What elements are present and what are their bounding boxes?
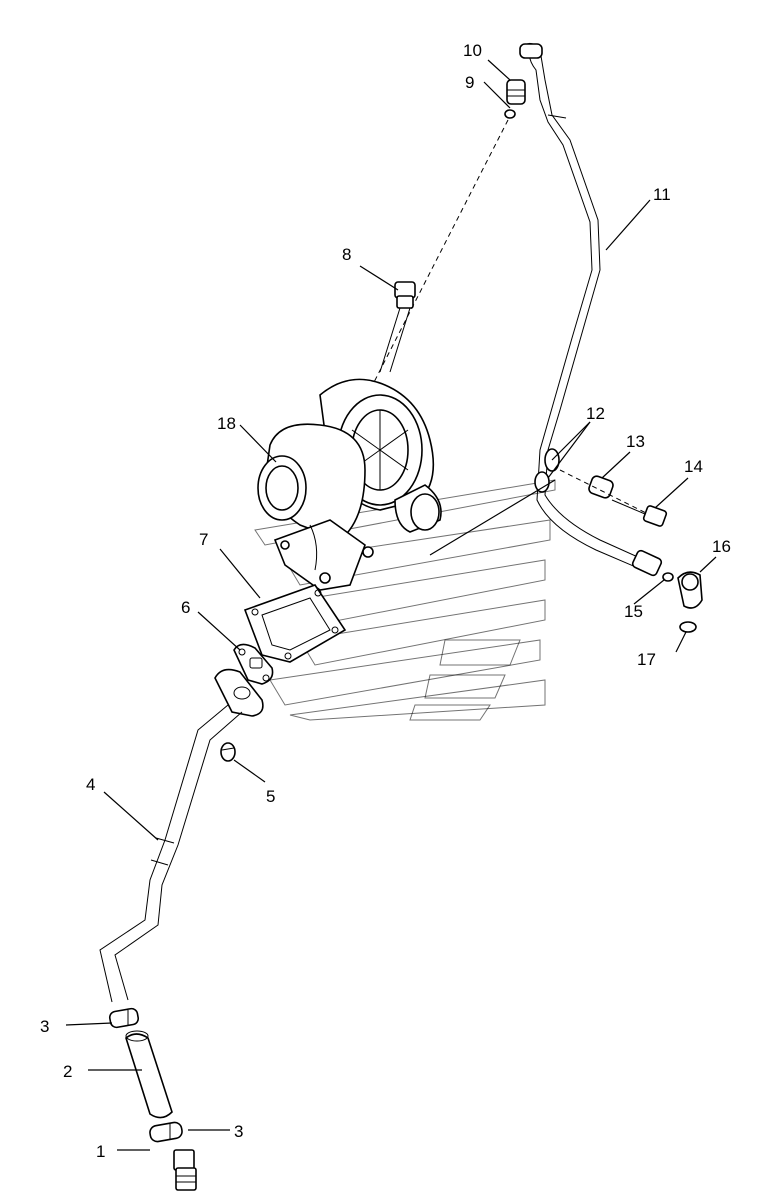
callout-5: 5 (266, 787, 275, 806)
callout-17: 17 (637, 650, 656, 669)
callout-4: 4 (86, 775, 95, 794)
watermark-logo (254, 479, 556, 721)
fitting-1 (173, 1149, 197, 1191)
callout-labels: 1 2 3 3 4 5 6 7 8 9 10 11 12 13 14 15 16… (40, 41, 731, 1161)
hose-clamp-lower (149, 1121, 183, 1143)
callout-13: 13 (626, 432, 645, 451)
drain-pipe (99, 668, 264, 1003)
callout-18: 18 (217, 414, 236, 433)
dash-9-to-turbo (369, 119, 509, 391)
o-ring-17 (679, 621, 697, 633)
callout-9: 9 (465, 73, 474, 92)
callout-3-lower: 3 (234, 1122, 243, 1141)
callout-15: 15 (624, 602, 643, 621)
spacer-13 (588, 475, 614, 499)
turbocharger (257, 378, 442, 591)
hose-clamp-upper (108, 1007, 140, 1029)
callout-16: 16 (712, 537, 731, 556)
callout-3-upper: 3 (40, 1017, 49, 1036)
leader-lines (65, 59, 717, 1151)
callout-1: 1 (96, 1142, 105, 1161)
elbow-16 (677, 571, 703, 609)
gasket-7 (243, 584, 347, 663)
dash-12-to-14 (559, 469, 661, 521)
washer-15 (662, 572, 674, 582)
fitting-10 (506, 79, 526, 105)
callout-14: 14 (684, 457, 703, 476)
bolt-14 (611, 499, 668, 527)
callout-6: 6 (181, 598, 190, 617)
callout-11: 11 (653, 185, 671, 204)
bolt-5 (220, 742, 236, 762)
callout-12: 12 (586, 404, 605, 423)
hose-2 (125, 1030, 173, 1119)
callout-8: 8 (342, 245, 351, 264)
callout-7: 7 (199, 530, 208, 549)
bolt-8 (379, 281, 416, 373)
gasket-6 (233, 643, 274, 685)
oil-supply-pipe (519, 42, 663, 577)
callout-10: 10 (463, 41, 482, 60)
callout-2: 2 (63, 1062, 72, 1081)
washer-9 (504, 109, 516, 119)
